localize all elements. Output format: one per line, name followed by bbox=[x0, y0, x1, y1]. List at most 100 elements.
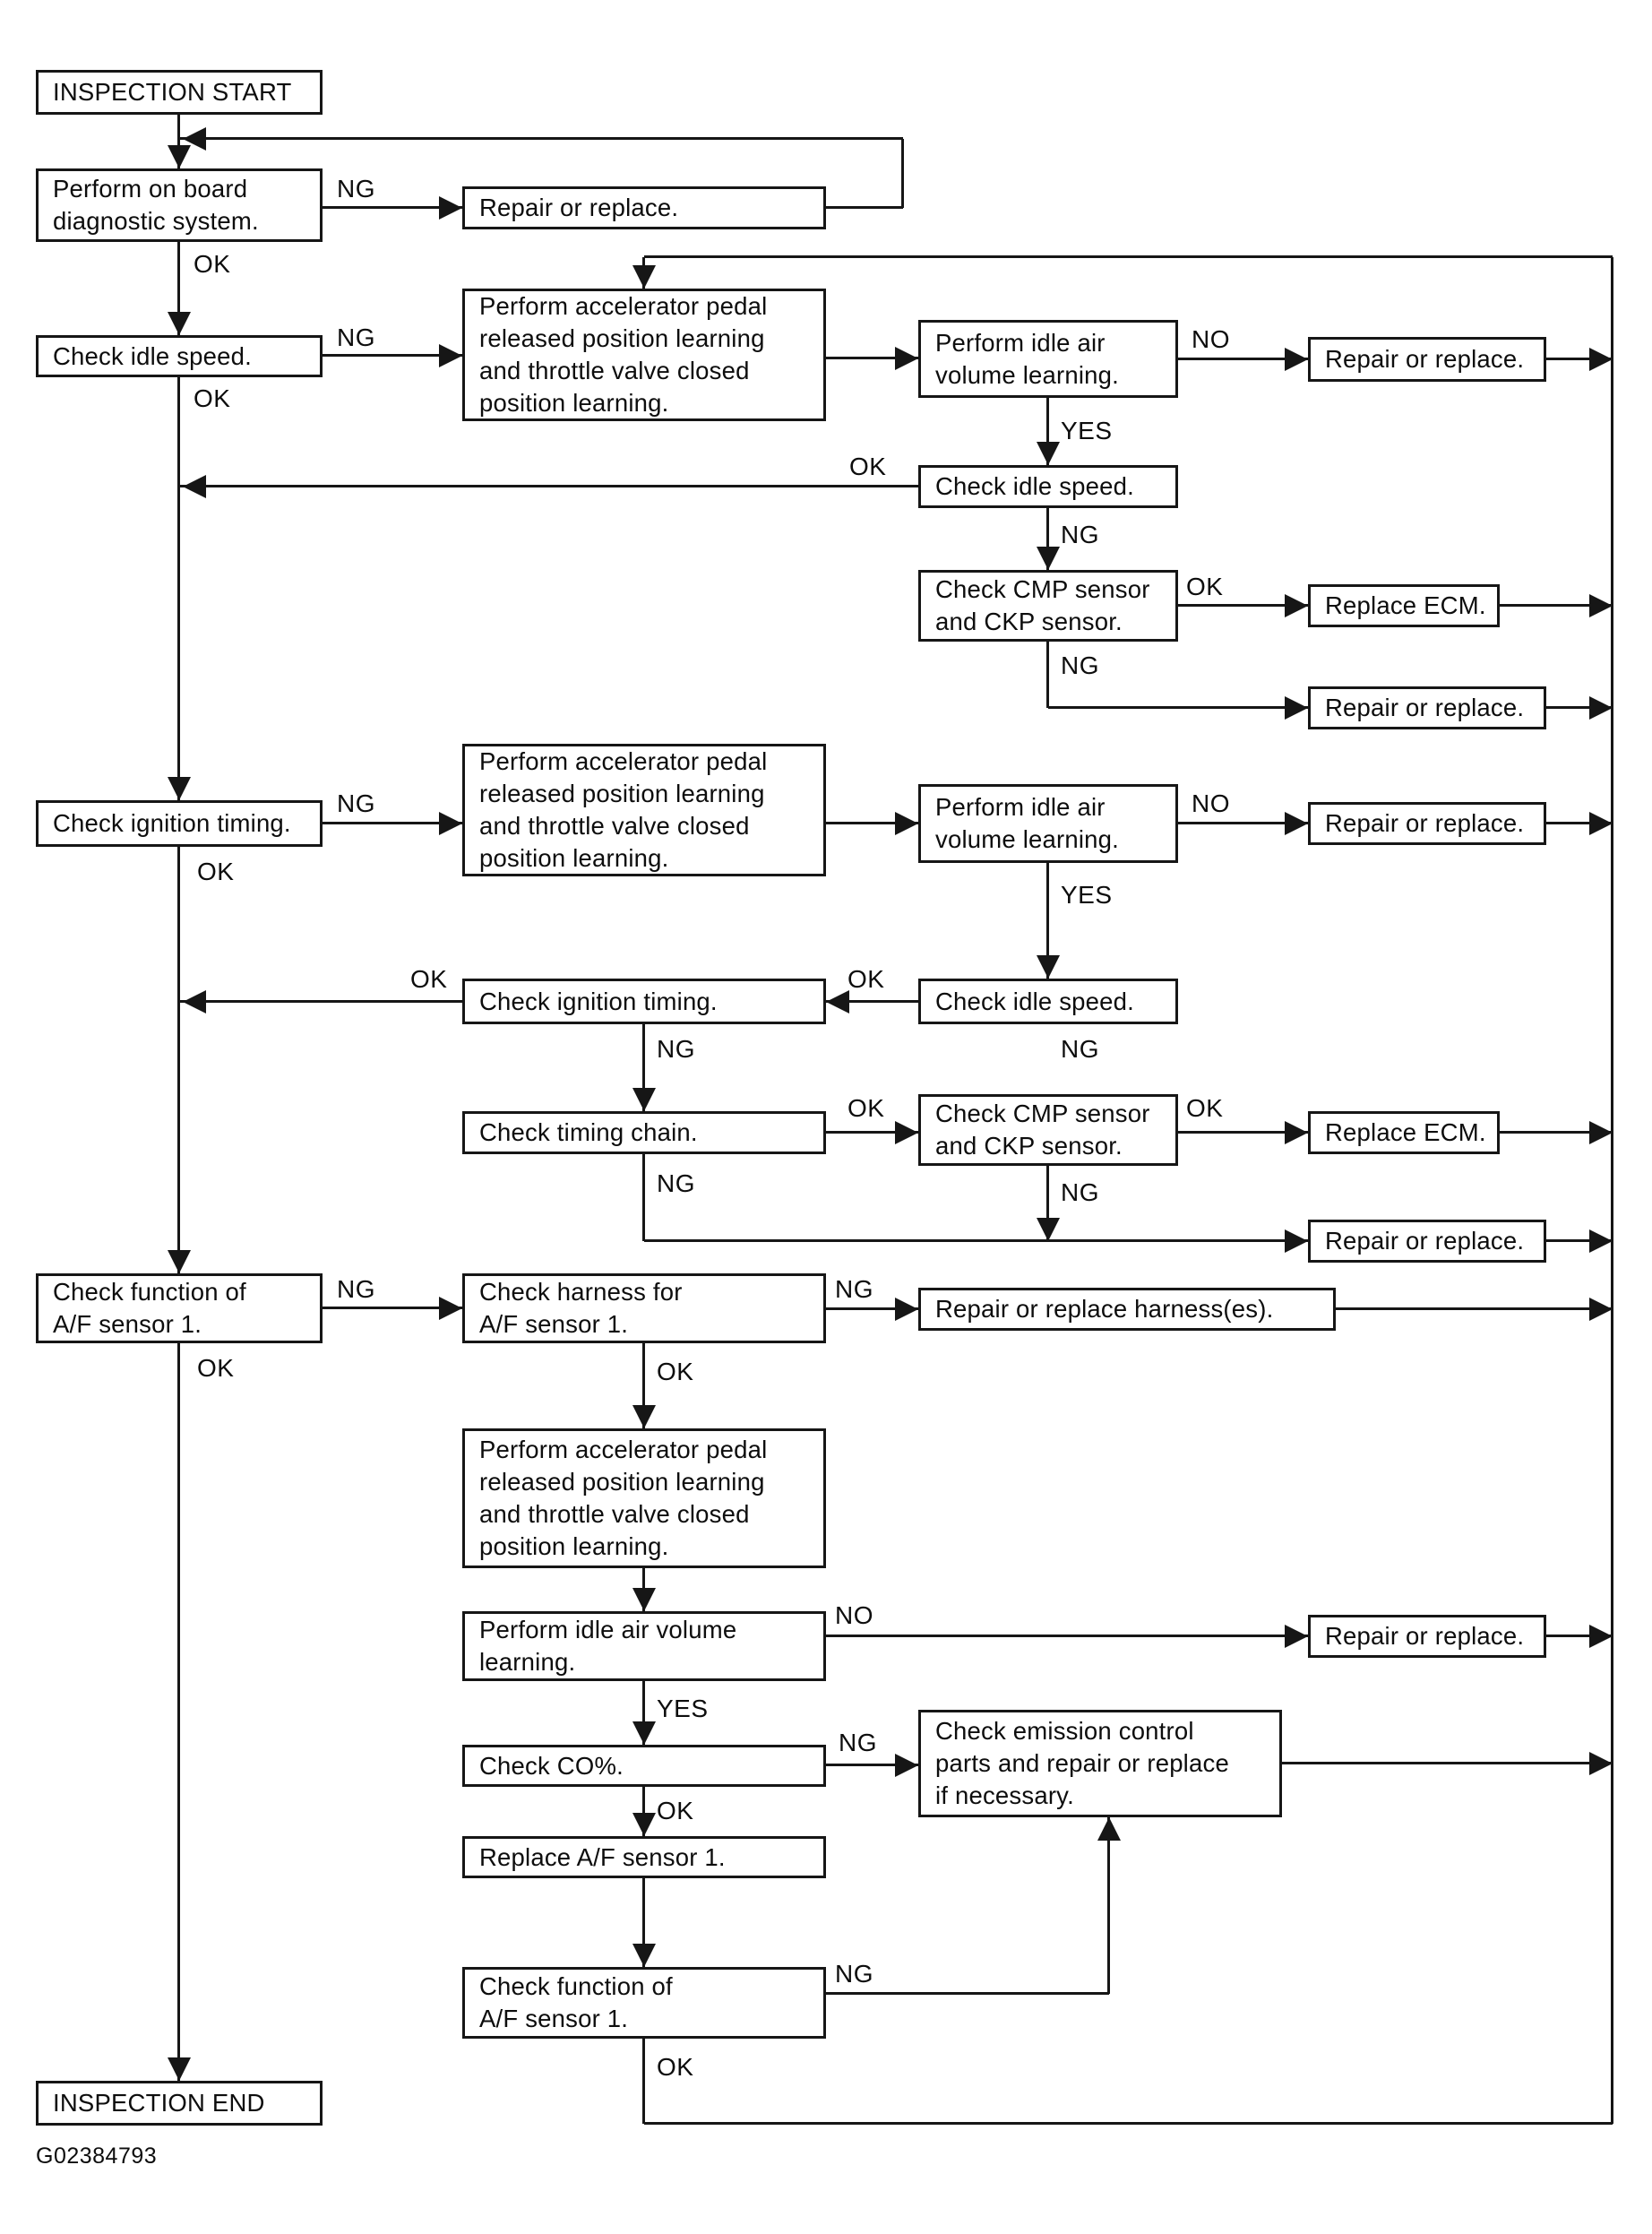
arrowhead-down-icon bbox=[168, 777, 191, 800]
connector-line-horizontal bbox=[1282, 1762, 1613, 1764]
arrowhead-right-icon bbox=[1589, 1298, 1613, 1321]
node-inspection-start: INSPECTION START bbox=[36, 70, 323, 115]
node-accel-pedal-learning-row3: Perform accelerator pedal released posit… bbox=[462, 744, 826, 876]
node-repair-row4: Repair or replace. bbox=[1308, 1615, 1546, 1658]
edge-label-no: NO bbox=[835, 1601, 873, 1629]
connector-line-horizontal bbox=[179, 1000, 462, 1003]
edge-label-ng: NG bbox=[657, 1035, 695, 1063]
node-accel-pedal-learning-row4: Perform accelerator pedal released posit… bbox=[462, 1428, 826, 1568]
arrowhead-left-icon bbox=[183, 475, 206, 498]
connector-line-vertical bbox=[642, 1787, 645, 1836]
node-check-timing-chain: Check timing chain. bbox=[462, 1111, 826, 1154]
arrowhead-right-icon bbox=[1285, 696, 1308, 720]
node-replace-ecm-row2: Replace ECM. bbox=[1308, 584, 1500, 627]
edge-label-no: NO bbox=[1192, 789, 1230, 817]
node-label: Check function of A/F sensor 1. bbox=[53, 1278, 246, 1338]
node-idle-air-volume-row4: Perform idle air volume learning. bbox=[462, 1611, 826, 1681]
node-label: Repair or replace. bbox=[1325, 345, 1525, 373]
arrowhead-right-icon bbox=[439, 196, 462, 220]
edge-label-ok: OK bbox=[849, 453, 887, 480]
connector-line-vertical bbox=[1046, 642, 1049, 708]
node-check-co: Check CO%. bbox=[462, 1745, 826, 1787]
connector-line-horizontal bbox=[826, 1635, 1308, 1637]
connector-line-vertical bbox=[642, 1024, 645, 1111]
connector-line-horizontal bbox=[1500, 604, 1613, 607]
connector-line-horizontal bbox=[1500, 1131, 1613, 1134]
arrowhead-down-icon bbox=[632, 265, 656, 289]
arrowhead-right-icon bbox=[1589, 1625, 1613, 1648]
node-idle-air-volume-row3: Perform idle air volume learning. bbox=[918, 784, 1178, 863]
arrowhead-right-icon bbox=[1589, 1752, 1613, 1775]
arrowhead-down-icon bbox=[168, 1250, 191, 1273]
edge-label-ng: NG bbox=[337, 175, 375, 203]
edge-label-yes: YES bbox=[1061, 417, 1113, 444]
arrowhead-right-icon bbox=[1589, 696, 1613, 720]
arrowhead-right-icon bbox=[1285, 1229, 1308, 1253]
edge-label-ng: NG bbox=[835, 1960, 873, 1988]
connector-line-vertical bbox=[642, 1681, 645, 1745]
node-label: Check emission control parts and repair … bbox=[935, 1717, 1229, 1809]
arrowhead-right-icon bbox=[1285, 1121, 1308, 1144]
node-check-af-sensor-function-1: Check function of A/F sensor 1. bbox=[36, 1273, 323, 1343]
node-label: Check function of A/F sensor 1. bbox=[479, 1972, 673, 2032]
connector-line-horizontal bbox=[323, 1307, 462, 1309]
edge-label-ng: NG bbox=[1061, 521, 1099, 548]
connector-line-vertical bbox=[642, 1154, 645, 1241]
node-label: Replace ECM. bbox=[1325, 1118, 1486, 1146]
arrowhead-down-icon bbox=[168, 2057, 191, 2081]
connector-line-vertical bbox=[177, 115, 180, 168]
connector-line-horizontal bbox=[644, 255, 1613, 258]
edge-label-ng: NG bbox=[337, 1275, 375, 1303]
node-check-af-harness: Check harness for A/F sensor 1. bbox=[462, 1273, 826, 1343]
arrowhead-up-icon bbox=[1097, 1817, 1121, 1841]
connector-line-horizontal bbox=[1546, 706, 1613, 709]
node-label: Perform idle air volume learning. bbox=[479, 1616, 737, 1676]
edge-label-ok: OK bbox=[657, 2053, 694, 2081]
connector-line-vertical bbox=[1046, 398, 1049, 465]
arrowhead-down-icon bbox=[632, 1405, 656, 1428]
connector-line-horizontal bbox=[644, 2122, 1613, 2125]
edge-label-ok: OK bbox=[194, 384, 231, 412]
connector-line-vertical bbox=[177, 377, 180, 800]
node-check-idle-speed-1: Check idle speed. bbox=[36, 335, 323, 377]
node-label: Check idle speed. bbox=[53, 341, 253, 370]
arrowhead-down-icon bbox=[1037, 955, 1060, 979]
node-cmp-ckp-sensor-row3: Check CMP sensor and CKP sensor. bbox=[918, 1094, 1178, 1166]
arrowhead-left-icon bbox=[183, 990, 206, 1013]
arrowhead-right-icon bbox=[895, 1298, 918, 1321]
arrowhead-right-icon bbox=[895, 1754, 918, 1777]
connector-line-horizontal bbox=[1546, 358, 1613, 360]
node-repair-row2b: Repair or replace. bbox=[1308, 686, 1546, 729]
arrowhead-down-icon bbox=[632, 1813, 656, 1836]
arrowhead-right-icon bbox=[895, 1121, 918, 1144]
node-check-af-sensor-function-2: Check function of A/F sensor 1. bbox=[462, 1967, 826, 2039]
node-label: Check CMP sensor and CKP sensor. bbox=[935, 575, 1150, 635]
node-label: Check CMP sensor and CKP sensor. bbox=[935, 1100, 1150, 1160]
edge-label-ng: NG bbox=[839, 1729, 877, 1756]
arrowhead-down-icon bbox=[632, 1088, 656, 1111]
node-check-emission-control: Check emission control parts and repair … bbox=[918, 1710, 1282, 1817]
node-label: Repair or replace. bbox=[1325, 1622, 1525, 1650]
edge-label-ok: OK bbox=[657, 1358, 694, 1385]
arrowhead-down-icon bbox=[632, 1721, 656, 1745]
arrowhead-left-icon bbox=[826, 990, 849, 1013]
connector-line-horizontal bbox=[826, 1992, 1109, 1995]
node-label: Perform idle air volume learning. bbox=[935, 793, 1119, 853]
node-label: Repair or replace. bbox=[479, 194, 679, 221]
node-replace-ecm-row3: Replace ECM. bbox=[1308, 1111, 1500, 1154]
connector-line-horizontal bbox=[826, 1764, 918, 1766]
node-label: Check timing chain. bbox=[479, 1118, 698, 1146]
connector-line-horizontal bbox=[826, 357, 918, 359]
arrowhead-right-icon bbox=[1285, 812, 1308, 835]
node-label: Perform accelerator pedal released posit… bbox=[479, 747, 768, 872]
edge-label-ok: OK bbox=[1186, 1094, 1224, 1122]
node-repair-row3b: Repair or replace. bbox=[1308, 1220, 1546, 1263]
connector-line-horizontal bbox=[1546, 822, 1613, 824]
edge-label-ok: OK bbox=[410, 965, 448, 993]
edge-label-no: NO bbox=[1192, 325, 1230, 353]
connector-line-vertical bbox=[177, 847, 180, 1273]
connector-line-vertical bbox=[642, 1878, 645, 1967]
edge-label-ok: OK bbox=[1186, 573, 1224, 600]
arrowhead-right-icon bbox=[439, 812, 462, 835]
